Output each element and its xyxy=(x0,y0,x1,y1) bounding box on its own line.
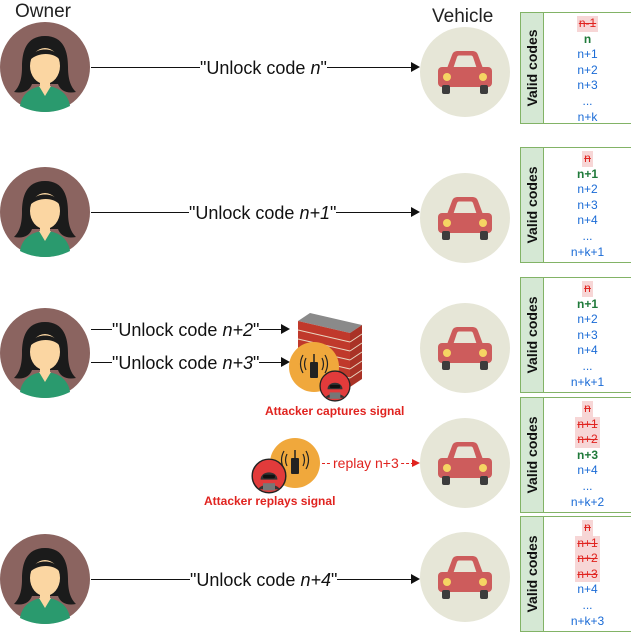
valid-code: n+3 xyxy=(577,327,598,342)
owner-header: Owner xyxy=(15,1,71,22)
vehicle-car-icon xyxy=(420,532,510,622)
attacker-captures-label: Attacker captures signal xyxy=(265,404,405,418)
valid-codes-header: Valid codes xyxy=(521,278,544,392)
used-code: n xyxy=(582,281,593,297)
vehicle-header: Vehicle xyxy=(432,6,494,27)
current-code: n+1 xyxy=(576,296,598,311)
valid-code: n+1 xyxy=(577,47,598,62)
unlock-message: "Unlock code n+3" xyxy=(112,353,260,373)
valid-code: ... xyxy=(582,228,593,243)
vehicle-car-icon xyxy=(420,303,510,393)
valid-code: n+2 xyxy=(577,182,598,197)
vehicle-car-icon xyxy=(420,173,510,263)
valid-code: n+4 xyxy=(577,213,598,228)
valid-code: n+k xyxy=(577,109,598,124)
used-code: n+2 xyxy=(575,432,600,448)
valid-code: n+k+2 xyxy=(570,494,605,509)
valid-codes-header: Valid codes xyxy=(521,398,544,512)
owner-avatar-icon xyxy=(0,167,90,257)
valid-codes-header: Valid codes xyxy=(521,148,544,262)
valid-code: n+3 xyxy=(577,197,598,212)
valid-code: n+2 xyxy=(577,312,598,327)
valid-code: ... xyxy=(582,478,593,493)
used-code: n xyxy=(582,151,593,167)
valid-codes-header: Valid codes xyxy=(521,13,544,123)
used-code: n+2 xyxy=(575,551,600,567)
arrow-head-icon xyxy=(411,574,420,584)
valid-code: ... xyxy=(582,597,593,612)
vehicle-car-icon xyxy=(420,27,510,117)
arrow-head-icon xyxy=(411,207,420,217)
used-code: n+3 xyxy=(575,566,600,583)
current-code: n+3 xyxy=(576,447,598,462)
owner-avatar-icon xyxy=(0,534,90,624)
valid-code: n+4 xyxy=(577,463,598,478)
attacker-replays-label: Attacker replays signal xyxy=(204,494,336,508)
unlock-message: "Unlock code n" xyxy=(200,58,327,78)
arrow-head-icon xyxy=(281,357,290,367)
valid-code: n+3 xyxy=(577,78,598,93)
valid-code: n+k+1 xyxy=(570,374,605,389)
arrow-head-icon xyxy=(411,62,420,72)
current-code: n xyxy=(583,31,592,46)
unlock-message: "Unlock code n+2" xyxy=(112,320,260,340)
valid-code: n+2 xyxy=(577,62,598,77)
replay-arrow-head-icon xyxy=(412,459,420,467)
valid-code: ... xyxy=(582,358,593,373)
attacker-capture-icon xyxy=(289,342,351,402)
valid-code: ... xyxy=(582,93,593,108)
vehicle-car-icon xyxy=(420,418,510,508)
valid-code: n+4 xyxy=(577,582,598,597)
owner-avatar-icon xyxy=(0,308,90,398)
valid-code: n+k+1 xyxy=(570,244,605,259)
used-code: n xyxy=(582,520,593,536)
owner-avatar-icon xyxy=(0,22,90,112)
valid-code: n+4 xyxy=(577,343,598,358)
valid-code: n+k+3 xyxy=(570,613,605,628)
valid-codes-header: Valid codes xyxy=(521,517,544,631)
current-code: n+1 xyxy=(576,166,598,181)
unlock-message: "Unlock code n+4" xyxy=(190,570,338,590)
used-code: n-1 xyxy=(576,16,599,32)
arrow-head-icon xyxy=(281,324,290,334)
replay-message: replay n+3 xyxy=(331,455,401,471)
used-code: n xyxy=(582,401,593,417)
attacker-replay-icon xyxy=(251,438,320,494)
unlock-message: "Unlock code n+1" xyxy=(189,203,337,223)
used-code: n+1 xyxy=(575,416,600,433)
used-code: n+1 xyxy=(575,535,600,552)
